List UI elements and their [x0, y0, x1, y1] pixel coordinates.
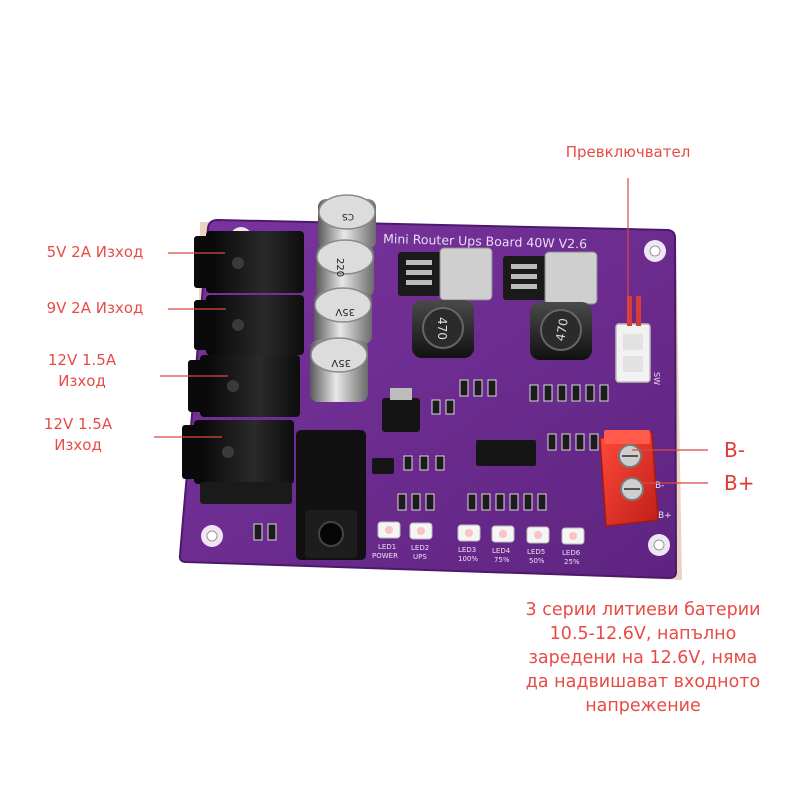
label-12v-output-b: 12V 1.5A Изход [30, 414, 126, 456]
switch-connector: SW [615, 296, 661, 385]
pcb-title-silkscreen: Mini Router Ups Board 40W V2.6 [383, 231, 587, 251]
battery-note-line4: да надвишават входното [525, 672, 761, 692]
label-5v-output: 5V 2A Изход [46, 243, 144, 261]
svg-text:LED5: LED5 [527, 548, 545, 556]
battery-note-line5: напрежение [585, 696, 701, 716]
sw-silkscreen: SW [652, 372, 661, 385]
svg-text:470: 470 [553, 317, 571, 342]
battery-note-line2: 10.5-12.6V, напълно [549, 624, 737, 644]
battery-screw-terminal: B- B+ [599, 430, 672, 527]
label-12v-output-b-line2: Изход [54, 436, 102, 454]
svg-text:470: 470 [435, 317, 449, 340]
svg-text:50%: 50% [529, 557, 545, 565]
label-12v-output-a: 12V 1.5A Изход [34, 350, 130, 392]
svg-text:LED3: LED3 [458, 546, 476, 554]
battery-note-line3: заредени на 12.6V, няма [528, 648, 758, 668]
inductors: 470 470 [412, 300, 592, 360]
smd-ic [476, 440, 536, 466]
smd-components [253, 379, 609, 541]
svg-text:LED4: LED4 [492, 547, 511, 555]
svg-text:100%: 100% [458, 555, 478, 563]
battery-note: 3 серии литиеви батерии 10.5-12.6V, напъ… [488, 598, 798, 718]
terminal-silkscreen-plus: B+ [658, 511, 672, 521]
label-12v-output-a-line2: Изход [58, 372, 106, 390]
label-switch: Превключвател [565, 143, 691, 161]
battery-note-line1: 3 серии литиеви батерии [525, 600, 761, 620]
svg-text:220: 220 [334, 258, 345, 277]
dc-jack-12v-a [188, 355, 300, 417]
label-9v-output: 9V 2A Изход [46, 299, 144, 317]
capacitors: CS 220 35V 35V [310, 194, 376, 402]
svg-text:35V: 35V [331, 357, 351, 368]
label-12v-output-a-line1: 12V 1.5A [47, 351, 117, 369]
svg-text:LED6: LED6 [562, 549, 581, 557]
svg-text:CS: CS [342, 211, 354, 221]
svg-text:25%: 25% [564, 558, 580, 566]
dc-jack-9v [194, 295, 304, 355]
regulator-ics [398, 247, 598, 305]
status-leds [377, 521, 585, 545]
led-silkscreen: LED1 POWER LED2 UPS LED3 100% LED4 75% L… [372, 543, 581, 566]
dc-input-jack [296, 430, 366, 560]
mosfet [382, 398, 420, 432]
dc-jack-12v-b [182, 420, 294, 504]
svg-text:LED1: LED1 [378, 543, 396, 551]
svg-text:UPS: UPS [413, 553, 427, 561]
label-b-plus: B+ [724, 471, 755, 495]
label-b-minus: B- [724, 438, 745, 462]
callout-lines [154, 178, 708, 484]
svg-text:LED2: LED2 [411, 544, 429, 552]
label-12v-output-b-line1: 12V 1.5A [43, 415, 113, 433]
svg-text:35V: 35V [335, 306, 355, 317]
dc-jack-5v [194, 231, 304, 293]
terminal-silkscreen-minus: B- [655, 481, 664, 491]
svg-text:75%: 75% [494, 556, 510, 564]
svg-text:POWER: POWER [372, 552, 398, 560]
